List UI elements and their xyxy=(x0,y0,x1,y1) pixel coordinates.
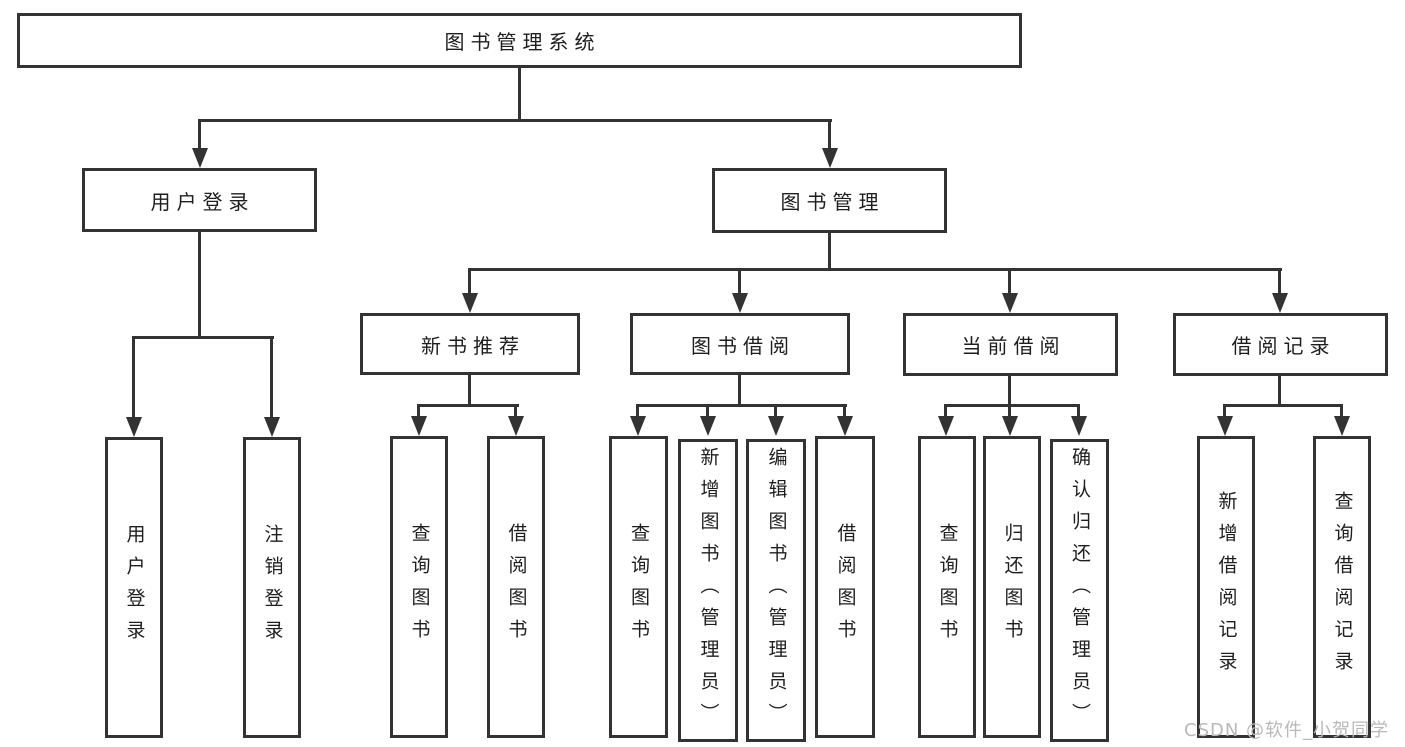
arrow-down-icon xyxy=(1278,268,1281,293)
arrow-down-icon xyxy=(270,336,273,417)
node-library-management-system: 图书管理系统 xyxy=(17,13,1022,68)
node-current-borrowing: 当前借阅 xyxy=(903,313,1118,376)
node-add-books-admin: 新增图书（管理员） xyxy=(678,439,738,742)
arrow-down-icon xyxy=(417,404,420,416)
node-new-book-recommendation: 新书推荐 xyxy=(360,313,580,375)
arrow-down-icon xyxy=(1340,404,1343,416)
arrow-down-icon xyxy=(198,119,201,148)
node-user-login-leaf: 用户登录 xyxy=(105,437,163,738)
connector-line xyxy=(417,404,519,407)
node-book-borrowing: 图书借阅 xyxy=(630,313,850,375)
node-confirm-return-admin: 确认归还（管理员） xyxy=(1050,439,1109,742)
arrow-down-icon xyxy=(1077,404,1080,416)
node-borrow-books: 借阅图书 xyxy=(487,436,545,738)
node-borrowing-records: 借阅记录 xyxy=(1173,313,1388,376)
node-query-books: 查询图书 xyxy=(609,436,668,738)
arrow-down-icon xyxy=(843,404,846,416)
node-query-borrowing-records: 查询借阅记录 xyxy=(1313,436,1371,738)
connector-line xyxy=(132,336,274,339)
connector-line xyxy=(518,66,521,122)
arrow-down-icon xyxy=(828,119,831,148)
arrow-down-icon xyxy=(774,404,777,416)
connector-line xyxy=(944,404,1080,407)
node-query-books: 查询图书 xyxy=(390,436,448,738)
connector-line xyxy=(1008,373,1011,407)
arrow-down-icon xyxy=(132,336,135,417)
connector-line xyxy=(828,231,831,270)
arrow-down-icon xyxy=(636,404,639,416)
node-add-borrowing-record: 新增借阅记录 xyxy=(1197,436,1255,738)
connector-line xyxy=(1223,404,1343,407)
node-logout: 注销登录 xyxy=(243,437,301,738)
connector-line xyxy=(198,119,832,122)
arrow-down-icon xyxy=(1008,404,1011,416)
connector-line xyxy=(636,404,847,407)
arrow-down-icon xyxy=(1008,268,1011,293)
node-query-books: 查询图书 xyxy=(918,436,976,738)
arrow-down-icon xyxy=(1223,404,1226,416)
arrow-down-icon xyxy=(468,268,471,293)
node-edit-books-admin: 编辑图书（管理员） xyxy=(746,439,806,742)
connector-line xyxy=(468,373,471,407)
arrow-down-icon xyxy=(944,404,947,416)
connector-line xyxy=(468,268,1282,271)
node-book-management: 图书管理 xyxy=(712,168,947,233)
watermark: CSDN @软件_小贺同学 xyxy=(1184,720,1390,741)
arrow-down-icon xyxy=(706,404,709,416)
node-return-books: 归还图书 xyxy=(983,436,1041,738)
node-user-login: 用户登录 xyxy=(82,168,317,232)
arrow-down-icon xyxy=(738,268,741,293)
arrow-down-icon xyxy=(514,404,517,416)
connector-line xyxy=(198,230,201,337)
connector-line xyxy=(1278,373,1281,407)
connector-line xyxy=(738,373,741,407)
node-borrow-books: 借阅图书 xyxy=(815,436,875,738)
